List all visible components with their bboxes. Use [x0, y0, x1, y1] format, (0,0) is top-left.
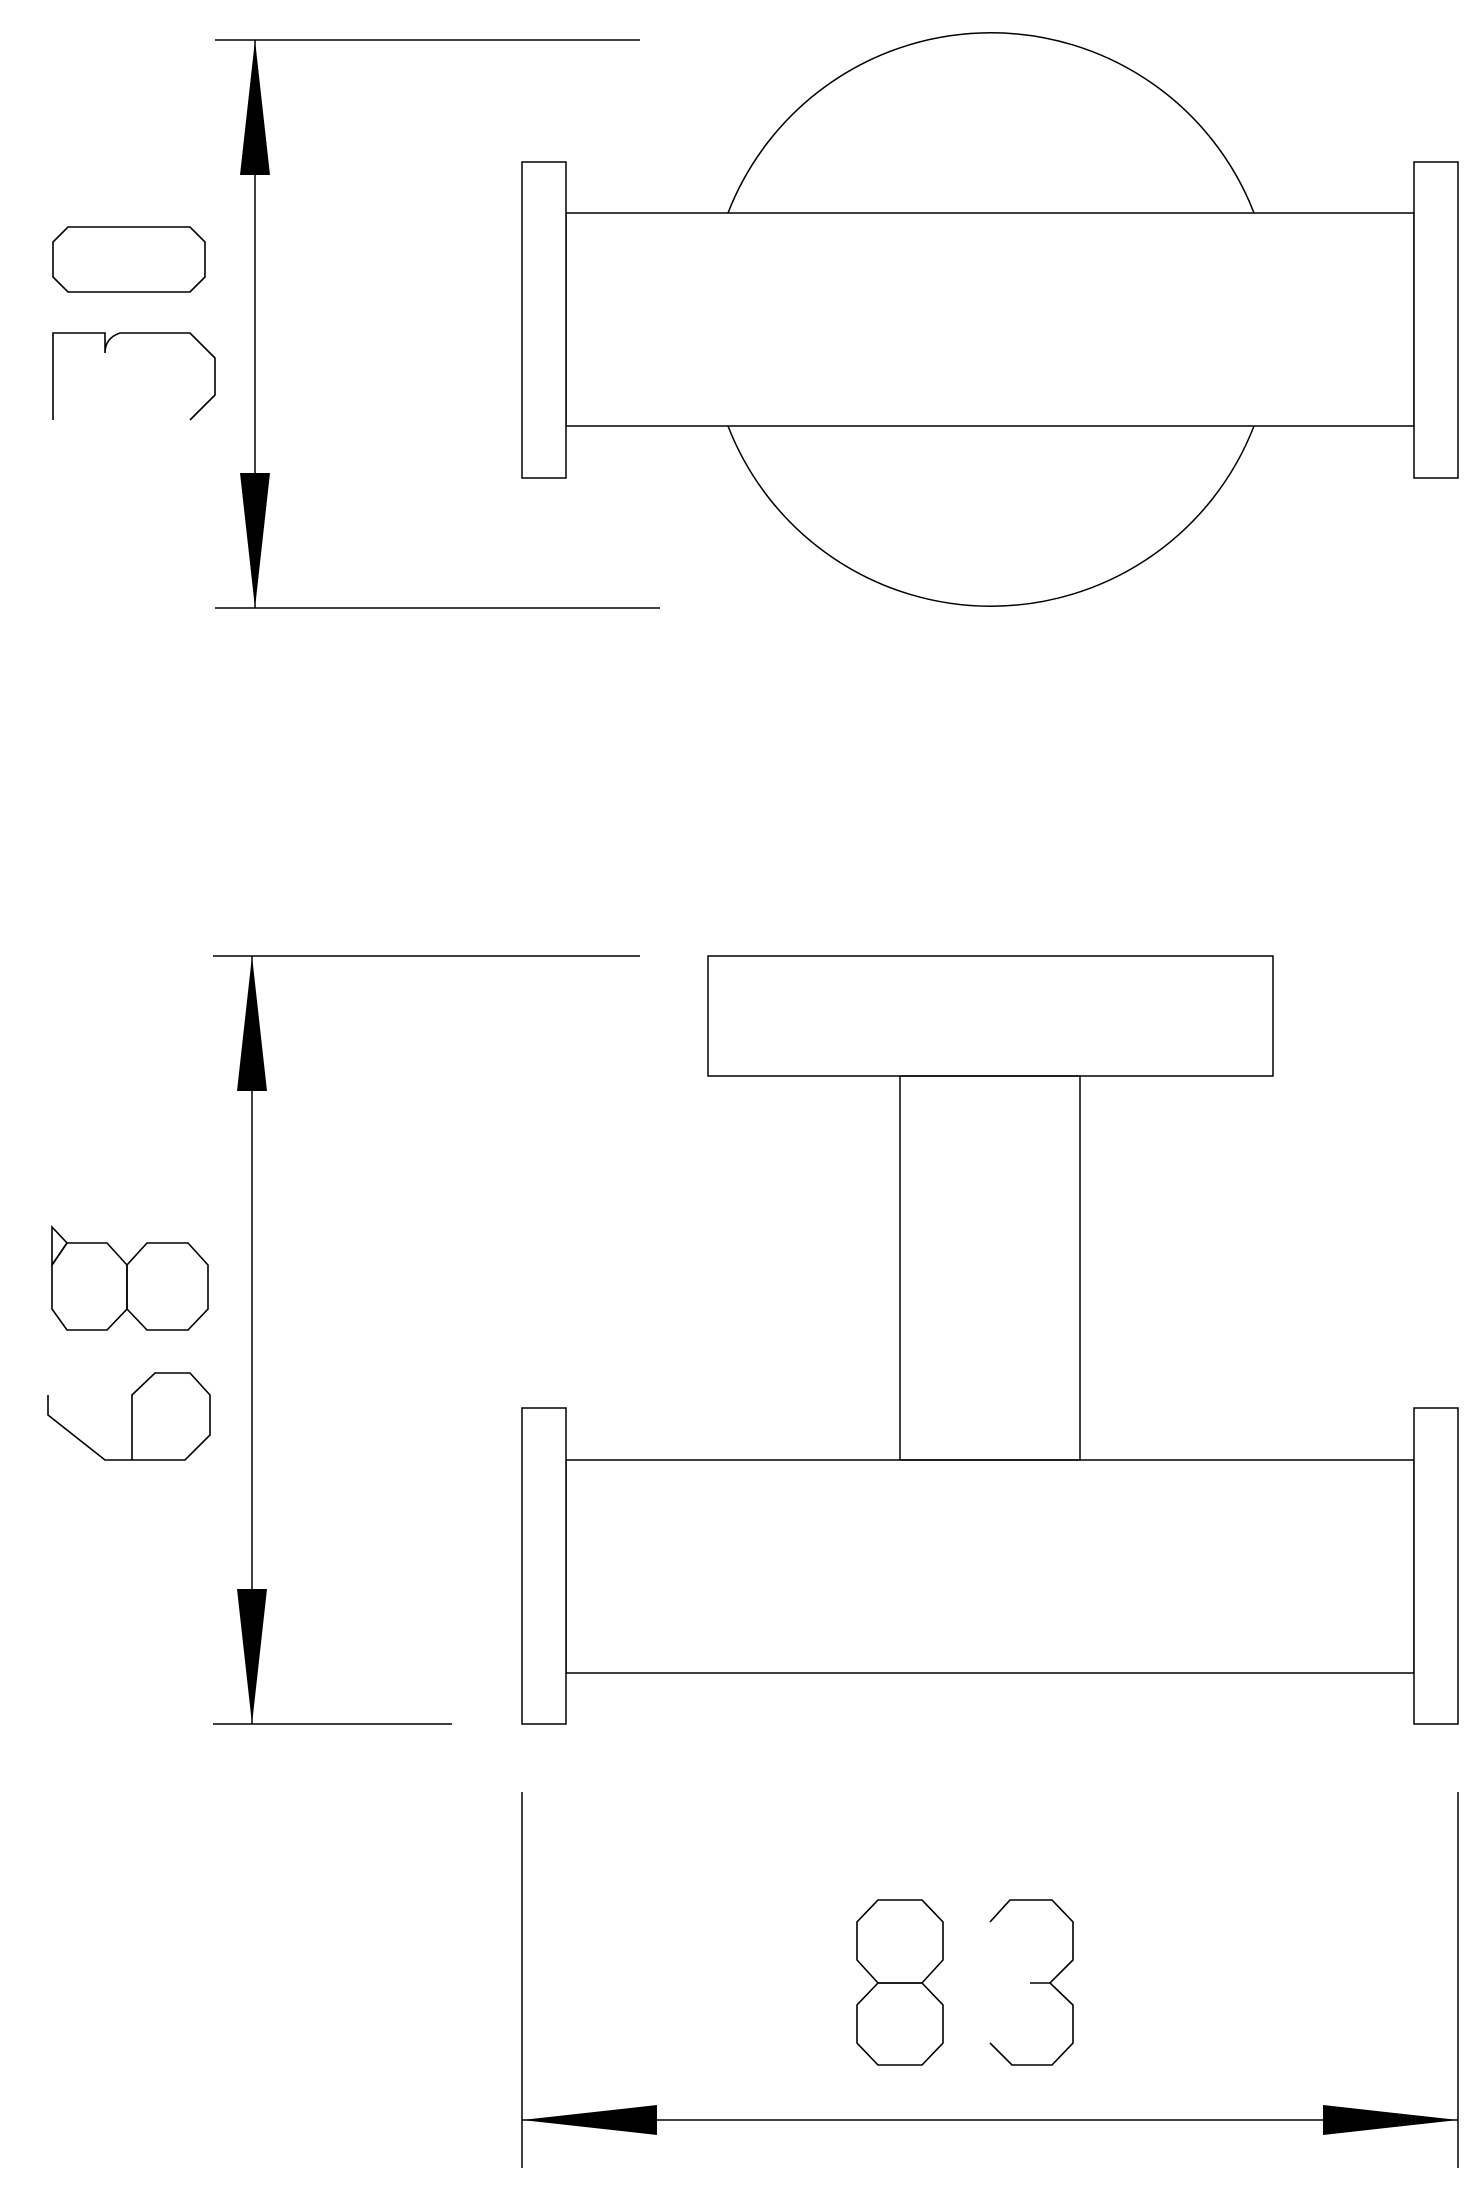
top-view-base-plate	[727, 32, 1255, 607]
top-view	[521, 32, 1459, 607]
dimension-label-50	[52, 226, 216, 421]
top-view-bar	[565, 212, 1415, 427]
side-view-wall-plate	[707, 955, 1274, 1077]
side-view-right-cap	[1413, 1407, 1459, 1725]
dimension-height-side: 68	[47, 955, 640, 1725]
top-view-left-cap	[521, 161, 567, 479]
arrowhead-down	[237, 1589, 267, 1724]
side-view	[521, 955, 1459, 1725]
top-view-right-cap	[1413, 161, 1459, 479]
arrowhead-left	[522, 2105, 657, 2135]
side-view-stem	[899, 1075, 1081, 1461]
dimension-height-top: 50	[52, 39, 660, 609]
arrowhead-right	[1323, 2105, 1458, 2135]
side-view-bar	[565, 1459, 1415, 1674]
dimension-width: 83	[521, 1792, 1459, 2168]
side-view-left-cap	[521, 1407, 567, 1725]
dimension-label-68	[47, 1224, 211, 1461]
arrowhead-up	[237, 956, 267, 1091]
arrowhead-down	[240, 473, 270, 608]
arrowhead-up	[240, 40, 270, 175]
dimension-label-83	[856, 1899, 1074, 2066]
